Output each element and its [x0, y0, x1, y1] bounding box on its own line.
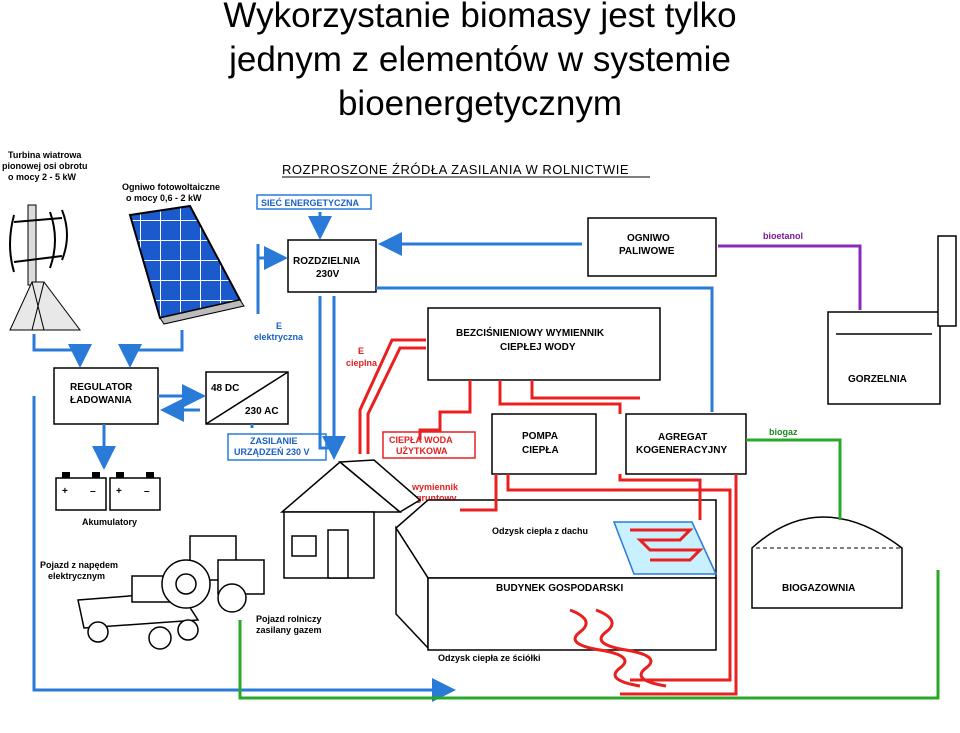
gas-vehicle-label-2: zasilany gazem: [256, 625, 322, 635]
hot-water-label-2: UŻYTKOWA: [396, 446, 448, 456]
biogas-lines: [238, 438, 940, 700]
cogeneration-box: [625, 413, 747, 475]
grid-label: SIEĆ ENERGETYCZNA: [261, 197, 360, 208]
distillery-label: GORZELNIA: [848, 374, 907, 385]
bioethanol-label: bioetanol: [763, 231, 803, 241]
ev-label-2: elektrycznym: [48, 571, 105, 581]
heat-lines: [358, 338, 738, 696]
bioethanol-line: [718, 244, 862, 310]
heat-pump-label-1: POMPA: [522, 431, 558, 442]
farm-building: Odzysk ciepła z dachu BUDYNEK GOSPODARSK…: [395, 499, 718, 651]
manure-heat-label: Odzysk ciepła ze ściółki: [438, 653, 541, 663]
cogeneration-label-2: KOGENERACYJNY: [636, 445, 727, 456]
e-heat-label-1: E: [358, 346, 364, 356]
supply-label-1: ZASILANIE: [250, 436, 298, 446]
e-electric-label-2: elektryczna: [254, 332, 304, 342]
exchanger-box: [427, 307, 661, 381]
switchboard-label-1: ROZDZIELNIA: [293, 256, 360, 267]
heat-pump-label-2: CIEPŁA: [522, 445, 559, 456]
switchboard-label-2: 230V: [316, 269, 340, 280]
title-line-1: Wykorzystanie biomasy jest tylko: [223, 0, 737, 35]
inverter-label-2: 230 AC: [245, 406, 279, 417]
wind-turbine-label-2: pionowej osi obrotu: [2, 161, 88, 171]
biogas-plant-label: BIOGAZOWNIA: [782, 583, 855, 594]
cogeneration-label-1: AGREGAT: [658, 432, 707, 443]
farm-building-label: BUDYNEK GOSPODARSKI: [496, 583, 623, 594]
ev-label-1: Pojazd z napędem: [40, 560, 118, 570]
ground-exchanger-label-1: wymiennik: [411, 482, 459, 492]
wind-turbine-label-3: o mocy 2 - 5 kW: [8, 172, 77, 182]
ground-exchanger-label-2: gruntowy: [416, 493, 457, 503]
e-electric-label-1: E: [276, 321, 282, 331]
title-line-3: bioenergetycznym: [337, 84, 623, 123]
fuel-cell-box: [587, 217, 717, 277]
exchanger-label-1: BEZCIŚNIENIOWY WYMIENNIK: [456, 326, 605, 339]
battery2-plus: +: [116, 486, 122, 497]
house: [279, 459, 422, 579]
slide-title: Wykorzystanie biomasy jest tylko jednym …: [0, 0, 960, 126]
energy-system-diagram: ROZPROSZONE ŹRÓDŁA ZASILANIA W ROLNICTWI…: [2, 150, 957, 702]
battery1-plus: +: [62, 486, 68, 497]
title-line-2: jednym z elementów w systemie: [229, 40, 731, 79]
diagram-heading: ROZPROSZONE ŹRÓDŁA ZASILANIA W ROLNICTWI…: [282, 162, 629, 177]
gas-vehicle-label-1: Pojazd rolniczy: [256, 614, 322, 624]
battery1-minus: –: [90, 486, 96, 497]
exchanger-label-2: CIEPŁEJ WODY: [500, 342, 576, 353]
batteries: + – + – Akumulatory: [55, 472, 161, 527]
regulator-label-2: ŁADOWANIA: [70, 395, 132, 406]
regulator-label-1: REGULATOR: [70, 382, 133, 393]
roof-heat-label: Odzysk ciepła z dachu: [492, 526, 588, 536]
wind-turbine-label-1: Turbina wiatrowa: [8, 150, 82, 160]
electric-lines: [32, 212, 714, 702]
heat-pump-box: [491, 413, 597, 475]
biogas-label: biogaz: [769, 427, 798, 437]
supply-label-2: URZĄDZEŃ 230 V: [234, 447, 310, 457]
switchboard-box: [287, 239, 377, 293]
distillery-box: [827, 311, 941, 405]
e-heat-label-2: cieplna: [346, 358, 378, 368]
fuel-cell-label-1: OGNIWO: [627, 233, 670, 244]
wind-turbine: Turbina wiatrowa pionowej osi obrotu o m…: [2, 150, 88, 331]
solar-label-1: Ogniwo fotowoltaiczne: [122, 182, 220, 192]
inverter-label-1: 48 DC: [211, 383, 239, 394]
regulator-box: [53, 367, 159, 425]
biogas-plant: BIOGAZOWNIA: [751, 516, 903, 609]
fuel-cell-label-2: PALIWOWE: [619, 246, 675, 257]
batteries-label: Akumulatory: [82, 517, 137, 527]
battery2-minus: –: [144, 486, 150, 497]
solar-label-2: o mocy 0,6 - 2 kW: [126, 193, 202, 203]
vehicles: Pojazd z napędem elektrycznym Pojazd rol…: [40, 535, 322, 650]
solar-panel: Ogniwo fotowoltaiczne o mocy 0,6 - 2 kW: [122, 182, 245, 325]
